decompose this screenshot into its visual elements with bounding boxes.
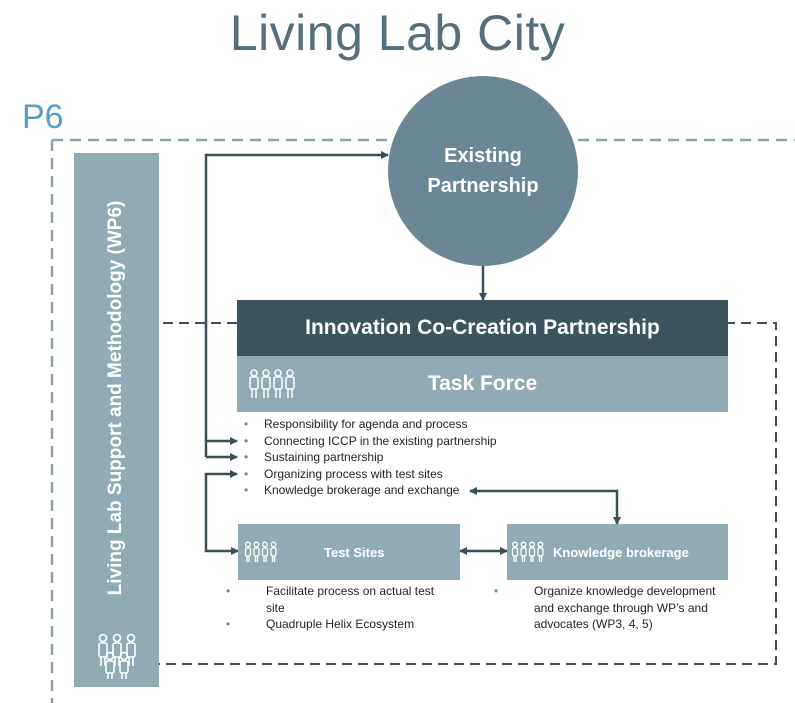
task-force-item-text: Knowledge brokerage and exchange bbox=[264, 483, 460, 497]
test-sites-item-text: Quadruple Helix Ecosystem bbox=[266, 617, 415, 631]
list-item: Organizing process with test sites bbox=[244, 466, 497, 483]
iccp-header: Innovation Co-Creation Partnership bbox=[237, 300, 728, 356]
list-item: Knowledge brokerage and exchange bbox=[244, 482, 497, 499]
task-force-item-text: Organizing process with test sites bbox=[264, 466, 443, 481]
existing-partnership-line2: Partnership bbox=[427, 175, 539, 197]
knowledge-brokerage-box: Knowledge brokerage bbox=[507, 524, 728, 580]
test-sites-title: Test Sites bbox=[324, 544, 385, 560]
task-force-list: Responsibility for agenda and process Co… bbox=[244, 416, 497, 499]
diagram-title: Living Lab City bbox=[229, 5, 566, 61]
knowledge-item-text: Organize knowledge development and excha… bbox=[534, 584, 716, 631]
list-item: Responsibility for agenda and process bbox=[244, 416, 497, 433]
people-group-icon bbox=[98, 633, 136, 679]
task-force-title: Task Force bbox=[427, 372, 538, 395]
knowledge-brokerage-title: Knowledge brokerage bbox=[553, 544, 689, 560]
knowledge-brokerage-list: Organize knowledge development and excha… bbox=[514, 583, 724, 633]
existing-partnership-line1: Existing bbox=[444, 145, 522, 167]
test-sites-list: Facilitate process on actual test site Q… bbox=[246, 583, 456, 633]
task-force-item-text: Responsibility for agenda and process bbox=[264, 417, 468, 431]
wp6-sidebar bbox=[74, 153, 159, 687]
task-force-header: Task Force bbox=[237, 356, 728, 412]
test-sites-item-text: Facilitate process on actual test site bbox=[266, 584, 435, 615]
iccp-title: Innovation Co-Creation Partnership bbox=[305, 316, 660, 339]
inner-dashed-frame bbox=[147, 322, 777, 665]
left-link-to-partnership bbox=[204, 151, 389, 457]
existing-partnership-circle: Existing Partnership bbox=[388, 76, 578, 266]
test-sites-box: Test Sites bbox=[238, 524, 460, 580]
partial-wp-label: P6 bbox=[22, 98, 64, 136]
wp6-sidebar-label: Living Lab Support and Methodology (WP6) bbox=[105, 200, 126, 596]
list-item: Organize knowledge development and excha… bbox=[514, 583, 724, 633]
list-item: Quadruple Helix Ecosystem bbox=[246, 616, 456, 633]
knowledge-item-to-box bbox=[469, 487, 621, 525]
outer-dashed-frame bbox=[50, 138, 795, 703]
task-force-item-text: Sustaining partnership bbox=[264, 450, 384, 464]
task-force-people-icon bbox=[249, 369, 295, 398]
list-item: Sustaining partnership bbox=[244, 449, 497, 466]
list-item: Connecting ICCP in the existing partners… bbox=[244, 433, 497, 450]
list-item: Facilitate process on actual test site bbox=[246, 583, 456, 616]
organizing-to-test-sites bbox=[204, 470, 239, 555]
task-force-item-text: Connecting ICCP in the existing partners… bbox=[264, 433, 497, 448]
knowledge-people-icon bbox=[511, 541, 544, 562]
test-sites-people-icon bbox=[244, 541, 277, 562]
